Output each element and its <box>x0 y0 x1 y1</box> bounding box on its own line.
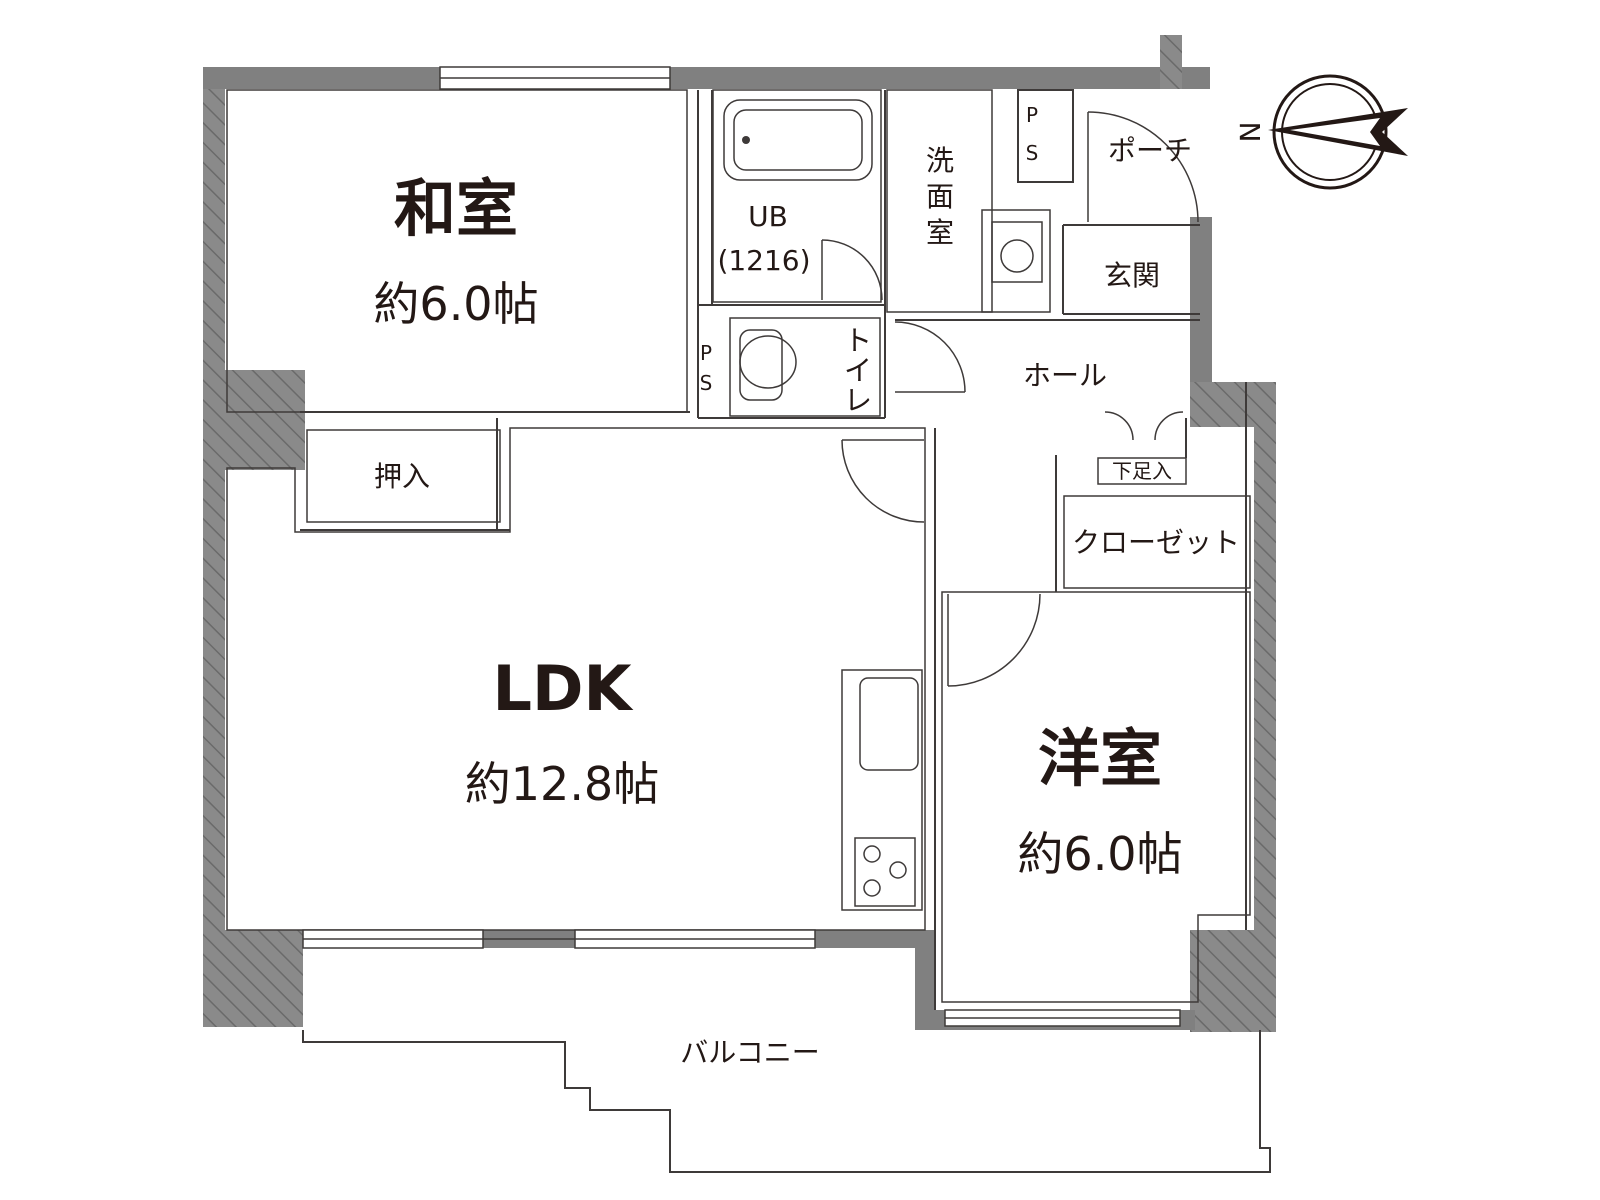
room-name-getabako: 下足入 <box>1112 459 1172 483</box>
compass <box>1268 74 1408 190</box>
senmen-text-char: 面 <box>926 180 954 213</box>
doors <box>821 111 1199 687</box>
room-name-genkan: 玄関 <box>1104 259 1160 292</box>
ps-left-line2: S <box>700 371 713 395</box>
balcony-outline <box>302 1030 1271 1173</box>
senmen-text-char: 室 <box>926 216 954 249</box>
room-name-yoshitsu: 洋室 <box>1038 722 1162 795</box>
room-name-toilet: トイレ <box>844 324 872 417</box>
room-name-oshiire: 押入 <box>374 460 430 493</box>
room-name-ldk: LDK <box>492 652 633 725</box>
compass-north-label: N <box>1233 122 1266 143</box>
ps-left-line1: P <box>700 341 712 365</box>
partitions <box>300 89 1247 1010</box>
senmen-text-char: 洗 <box>926 144 954 177</box>
room-name-balcony: バルコニー <box>680 1036 819 1069</box>
toilet-text-char: イ <box>844 354 872 387</box>
fixtures <box>723 99 1043 911</box>
toilet-text-char: ト <box>844 324 872 357</box>
room-name-hall: ホール <box>1023 359 1107 392</box>
room-size-ldk: 約12.8帖 <box>465 757 659 811</box>
room-name-closet: クローゼット <box>1072 526 1240 559</box>
toilet-text-char: レ <box>844 384 872 417</box>
room-name-porch: ポーチ <box>1108 134 1192 167</box>
room-name-washitsu: 和室 <box>394 172 518 245</box>
ps-top-line1: P <box>1026 103 1038 127</box>
room-size-washitsu: 約6.0帖 <box>373 277 538 331</box>
ps-top-line2: S <box>1026 141 1039 165</box>
room-name-ub: UB <box>748 200 788 233</box>
room-size-yoshitsu: 約6.0帖 <box>1017 827 1182 881</box>
room-name-senmen: 洗面室 <box>926 144 954 249</box>
windows <box>302 66 1181 1027</box>
compass-ring-outer <box>1272 74 1388 190</box>
room-size-ub: (1216) <box>717 244 810 277</box>
